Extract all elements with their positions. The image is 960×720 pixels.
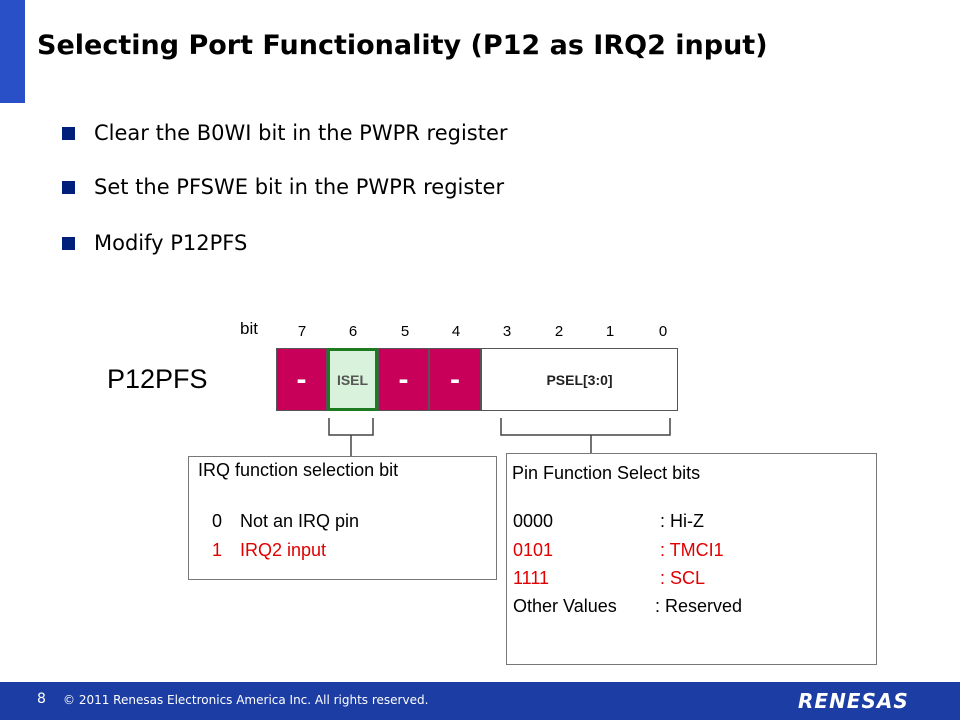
register-bit4-cell: - — [429, 348, 481, 411]
bit-number: 5 — [400, 323, 410, 340]
page-number: 8 — [37, 691, 46, 707]
register-bit5-cell: - — [378, 348, 429, 411]
bullet-square-icon — [62, 126, 75, 140]
psel-description-box — [506, 453, 877, 665]
irq-description-box — [188, 456, 497, 580]
psel-bracket — [500, 418, 671, 436]
register-name: P12PFS — [107, 364, 208, 394]
bit-number: 1 — [605, 323, 615, 340]
irq-box-title: IRQ function selection bit — [198, 460, 399, 480]
register-bit7-cell: - — [276, 348, 327, 411]
bullet-square-icon — [62, 236, 75, 250]
bit-label: bit — [240, 319, 258, 338]
psel-row-desc: : Hi-Z — [660, 511, 704, 531]
bit-number: 2 — [554, 323, 564, 340]
bullet-text: Set the PFSWE bit in the PWPR register — [94, 175, 505, 199]
psel-box-title: Pin Function Select bits — [512, 463, 701, 483]
bullet-text: Modify P12PFS — [94, 231, 248, 255]
irq-row-desc: Not an IRQ pin — [240, 511, 360, 531]
renesas-logo: RENESAS — [798, 689, 909, 713]
bullet-item: Modify P12PFS — [62, 228, 247, 258]
bit-number: 0 — [658, 323, 668, 340]
isel-bracket — [328, 418, 374, 436]
irq-row-desc: IRQ2 input — [240, 540, 327, 560]
bit-number: 6 — [348, 323, 358, 340]
register-isel-cell: ISEL — [327, 348, 378, 411]
bullet-text: Clear the B0WI bit in the PWPR register — [94, 121, 508, 145]
psel-row-desc: : Reserved — [655, 596, 743, 616]
bit-number: 4 — [451, 323, 461, 340]
bit-number: 3 — [502, 323, 512, 340]
bullet-item: Set the PFSWE bit in the PWPR register — [62, 172, 504, 202]
footer-bar: 8 © 2011 Renesas Electronics America Inc… — [0, 682, 960, 720]
copyright-text: © 2011 Renesas Electronics America Inc. … — [63, 693, 429, 707]
accent-bar — [0, 0, 25, 103]
bullet-square-icon — [62, 180, 75, 194]
bit-number: 7 — [297, 323, 307, 340]
psel-row-value: 0101 — [513, 540, 554, 560]
psel-row-value: 0000 — [513, 511, 554, 531]
psel-row-value: 1111 — [513, 568, 550, 588]
psel-row-desc: : SCL — [660, 568, 706, 588]
psel-row-value: Other Values — [513, 596, 617, 616]
slide-title: Selecting Port Functionality (P12 as IRQ… — [37, 30, 768, 61]
irq-row-value: 1 — [212, 540, 223, 560]
register-psel-cell: PSEL[3:0] — [481, 348, 678, 411]
psel-row-desc: : TMCI1 — [660, 540, 724, 560]
bullet-item: Clear the B0WI bit in the PWPR register — [62, 118, 508, 148]
irq-row-value: 0 — [212, 511, 223, 531]
